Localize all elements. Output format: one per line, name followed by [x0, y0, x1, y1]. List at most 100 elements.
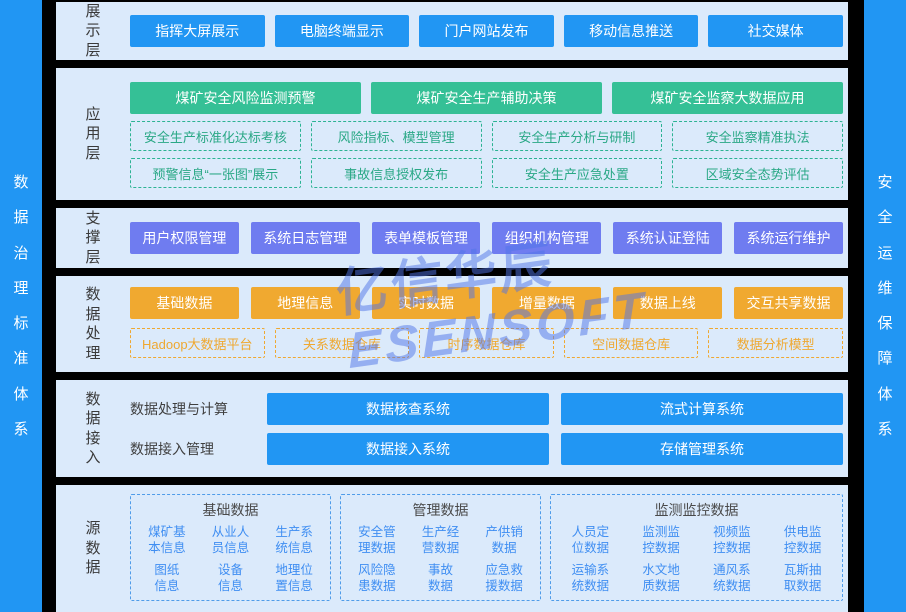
- layer-application-label-wrap: 应用层: [56, 68, 130, 200]
- application-primary-row: 煤矿安全风险监测预警煤矿安全生产辅助决策煤矿安全监察大数据应用: [130, 82, 843, 114]
- source-data-item: 监测监 控数据: [642, 525, 680, 555]
- source-data-item: 事故 数据: [427, 563, 453, 593]
- access-system-box: 流式计算系统: [561, 393, 843, 425]
- source-group-basic-title: 基础数据: [202, 502, 259, 518]
- source-groups-row: 基础数据 煤矿基 本信息从业人 员信息生产系 统信息图纸 信息 设备 信息 地理位 …: [130, 494, 843, 601]
- layer-source-label-wrap: 源数据: [56, 485, 130, 612]
- processing-store-box: 空间数据仓库: [563, 328, 699, 358]
- support-module-box: 用户权限管理: [130, 222, 239, 254]
- processing-data-box: 交互共享数据: [734, 287, 843, 319]
- layer-support: 支撑层 用户权限管理系统日志管理表单模板管理组织机构管理系统认证登陆系统运行维护: [56, 208, 848, 268]
- application-secondary-box: 安全生产分析与研制: [491, 121, 663, 151]
- access-system-box: 数据核查系统: [267, 393, 549, 425]
- source-group-monitoring: 监测监控数据 人员定 位数据 监测监 控数据 视频监 控数据 供电监 控数据运输系 统…: [550, 494, 843, 601]
- display-channel-box: 移动信息推送: [563, 15, 699, 47]
- source-data-item: 煤矿基 本信息: [148, 525, 186, 555]
- access-row-manage-boxes: 数据接入系统存储管理系统: [267, 433, 843, 465]
- application-secondary-box: 区域安全态势评估: [672, 158, 843, 188]
- source-data-item: 运输系 统数据: [571, 563, 610, 593]
- processing-data-box: 数据上线: [613, 287, 723, 319]
- access-row-compute-label: 数据处理与计算: [130, 401, 228, 417]
- layer-source: 源数据 基础数据 煤矿基 本信息从业人 员信息生产系 统信息图纸 信息 设备 信息…: [56, 485, 848, 612]
- layer-processing-label: 数据处理: [85, 286, 101, 362]
- source-data-item: 供电监 控数据: [783, 525, 822, 555]
- application-secondary-box: 风险指标、模型管理: [310, 121, 482, 151]
- source-group-monitoring-items: 人员定 位数据 监测监 控数据 视频监 控数据 供电监 控数据运输系 统数据 水文地 质…: [555, 524, 838, 596]
- access-system-box: 数据接入系统: [267, 433, 549, 465]
- layer-support-label: 支撑层: [85, 209, 101, 266]
- access-row-manage-label: 数据接入管理: [130, 441, 214, 457]
- application-secondary-box: 预警信息“一张图”展示: [130, 158, 301, 188]
- support-module-box: 表单模板管理: [371, 222, 481, 254]
- processing-solid-row: 基础数据地理信息实时数据增量数据数据上线交互共享数据: [130, 287, 843, 319]
- source-data-item: 生产经 营数据: [421, 525, 460, 555]
- processing-store-box: 关系数据仓库: [274, 328, 410, 358]
- processing-data-box: 地理信息: [250, 287, 360, 319]
- processing-store-box: 时序数据仓库: [419, 328, 554, 358]
- layer-source-label: 源数据: [85, 520, 101, 577]
- layer-processing: 数据处理 基础数据地理信息实时数据增量数据数据上线交互共享数据 Hadoop大数…: [56, 276, 848, 372]
- source-data-item: 设备 信息: [217, 563, 243, 593]
- layer-support-label-wrap: 支撑层: [56, 208, 130, 268]
- source-data-item: 视频监 控数据: [713, 525, 751, 555]
- source-data-item: 风险隐 患数据: [358, 563, 396, 593]
- source-group-management-title: 管理数据: [412, 502, 469, 518]
- support-module-box: 系统日志管理: [250, 222, 360, 254]
- layer-display-label-wrap: 展示层: [56, 2, 130, 60]
- application-primary-box: 煤矿安全风险监测预警: [130, 82, 361, 114]
- left-banner-text: 数据治理标准体系: [13, 174, 29, 438]
- support-module-box: 系统认证登陆: [613, 222, 723, 254]
- left-banner-strip: 数据治理标准体系: [0, 0, 42, 612]
- source-group-basic-items: 煤矿基 本信息从业人 员信息生产系 统信息图纸 信息 设备 信息 地理位 置信息: [135, 524, 326, 596]
- source-group-management: 管理数据 安全管 理数据生产经 营数据产供销 数据风险隐 患数据 事故 数据 应急救…: [340, 494, 541, 601]
- layer-display-label: 展示层: [85, 2, 101, 59]
- display-buttons-row: 指挥大屏展示电脑终端显示门户网站发布移动信息推送社交媒体: [130, 2, 843, 60]
- layer-application-label: 应用层: [85, 105, 101, 162]
- access-row-compute: 数据处理与计算 数据核查系统流式计算系统: [130, 393, 843, 425]
- display-channel-box: 电脑终端显示: [274, 15, 410, 47]
- application-secondary-box: 安全生产应急处置: [491, 158, 663, 188]
- processing-data-box: 增量数据: [492, 287, 602, 319]
- application-secondary-box: 安全监察精准执法: [672, 121, 843, 151]
- layer-display: 展示层 指挥大屏展示电脑终端显示门户网站发布移动信息推送社交媒体: [56, 2, 848, 60]
- source-data-item: 水文地 质数据: [642, 563, 680, 593]
- layer-access-label-wrap: 数据接入: [56, 380, 130, 477]
- source-group-management-items: 安全管 理数据生产经 营数据产供销 数据风险隐 患数据 事故 数据 应急救 援数据: [345, 524, 536, 596]
- application-secondary-row-2: 预警信息“一张图”展示事故信息授权发布安全生产应急处置区域安全态势评估: [130, 158, 843, 188]
- access-system-box: 存储管理系统: [561, 433, 843, 465]
- processing-dashed-row: Hadoop大数据平台关系数据仓库时序数据仓库空间数据仓库数据分析模型: [130, 328, 843, 358]
- support-buttons-row: 用户权限管理系统日志管理表单模板管理组织机构管理系统认证登陆系统运行维护: [130, 222, 843, 254]
- layer-access-label: 数据接入: [85, 390, 101, 467]
- support-module-box: 系统运行维护: [734, 222, 843, 254]
- application-secondary-box: 安全生产标准化达标考核: [130, 121, 301, 151]
- source-data-item: 人员定 位数据: [571, 525, 610, 555]
- application-secondary-box: 事故信息授权发布: [310, 158, 482, 188]
- access-row-compute-boxes: 数据核查系统流式计算系统: [267, 393, 843, 425]
- right-banner-text: 安全运维保障体系: [877, 174, 893, 438]
- source-data-item: 通风系 统数据: [713, 563, 751, 593]
- right-banner-strip: 安全运维保障体系: [864, 0, 906, 612]
- application-secondary-row-1: 安全生产标准化达标考核风险指标、模型管理安全生产分析与研制安全监察精准执法: [130, 121, 843, 151]
- source-data-item: 安全管 理数据: [358, 525, 396, 555]
- layer-processing-label-wrap: 数据处理: [56, 276, 130, 372]
- processing-data-box: 基础数据: [130, 287, 239, 319]
- processing-data-box: 实时数据: [371, 287, 481, 319]
- source-data-item: 从业人 员信息: [211, 525, 250, 555]
- source-data-item: 地理位 置信息: [275, 563, 313, 593]
- source-group-basic: 基础数据 煤矿基 本信息从业人 员信息生产系 统信息图纸 信息 设备 信息 地理位 …: [130, 494, 331, 601]
- access-row-manage: 数据接入管理 数据接入系统存储管理系统: [130, 433, 843, 465]
- source-data-item: 瓦斯抽 取数据: [783, 563, 822, 593]
- source-data-item: 生产系 统信息: [275, 525, 313, 555]
- layer-access: 数据接入 数据处理与计算 数据核查系统流式计算系统 数据接入管理 数据接入系统存…: [56, 380, 848, 477]
- source-group-monitoring-title: 监测监控数据: [654, 502, 739, 518]
- application-primary-box: 煤矿安全监察大数据应用: [612, 82, 843, 114]
- source-data-item: 图纸 信息: [154, 563, 180, 593]
- display-channel-box: 社交媒体: [708, 15, 843, 47]
- application-primary-box: 煤矿安全生产辅助决策: [371, 82, 602, 114]
- source-data-item: 应急救 援数据: [485, 563, 523, 593]
- architecture-diagram: 展示层 指挥大屏展示电脑终端显示门户网站发布移动信息推送社交媒体 应用层 煤矿安…: [56, 2, 848, 612]
- support-module-box: 组织机构管理: [492, 222, 602, 254]
- source-data-item: 产供销 数据: [485, 525, 523, 555]
- layer-application: 应用层 煤矿安全风险监测预警煤矿安全生产辅助决策煤矿安全监察大数据应用 安全生产…: [56, 68, 848, 200]
- display-channel-box: 指挥大屏展示: [130, 15, 265, 47]
